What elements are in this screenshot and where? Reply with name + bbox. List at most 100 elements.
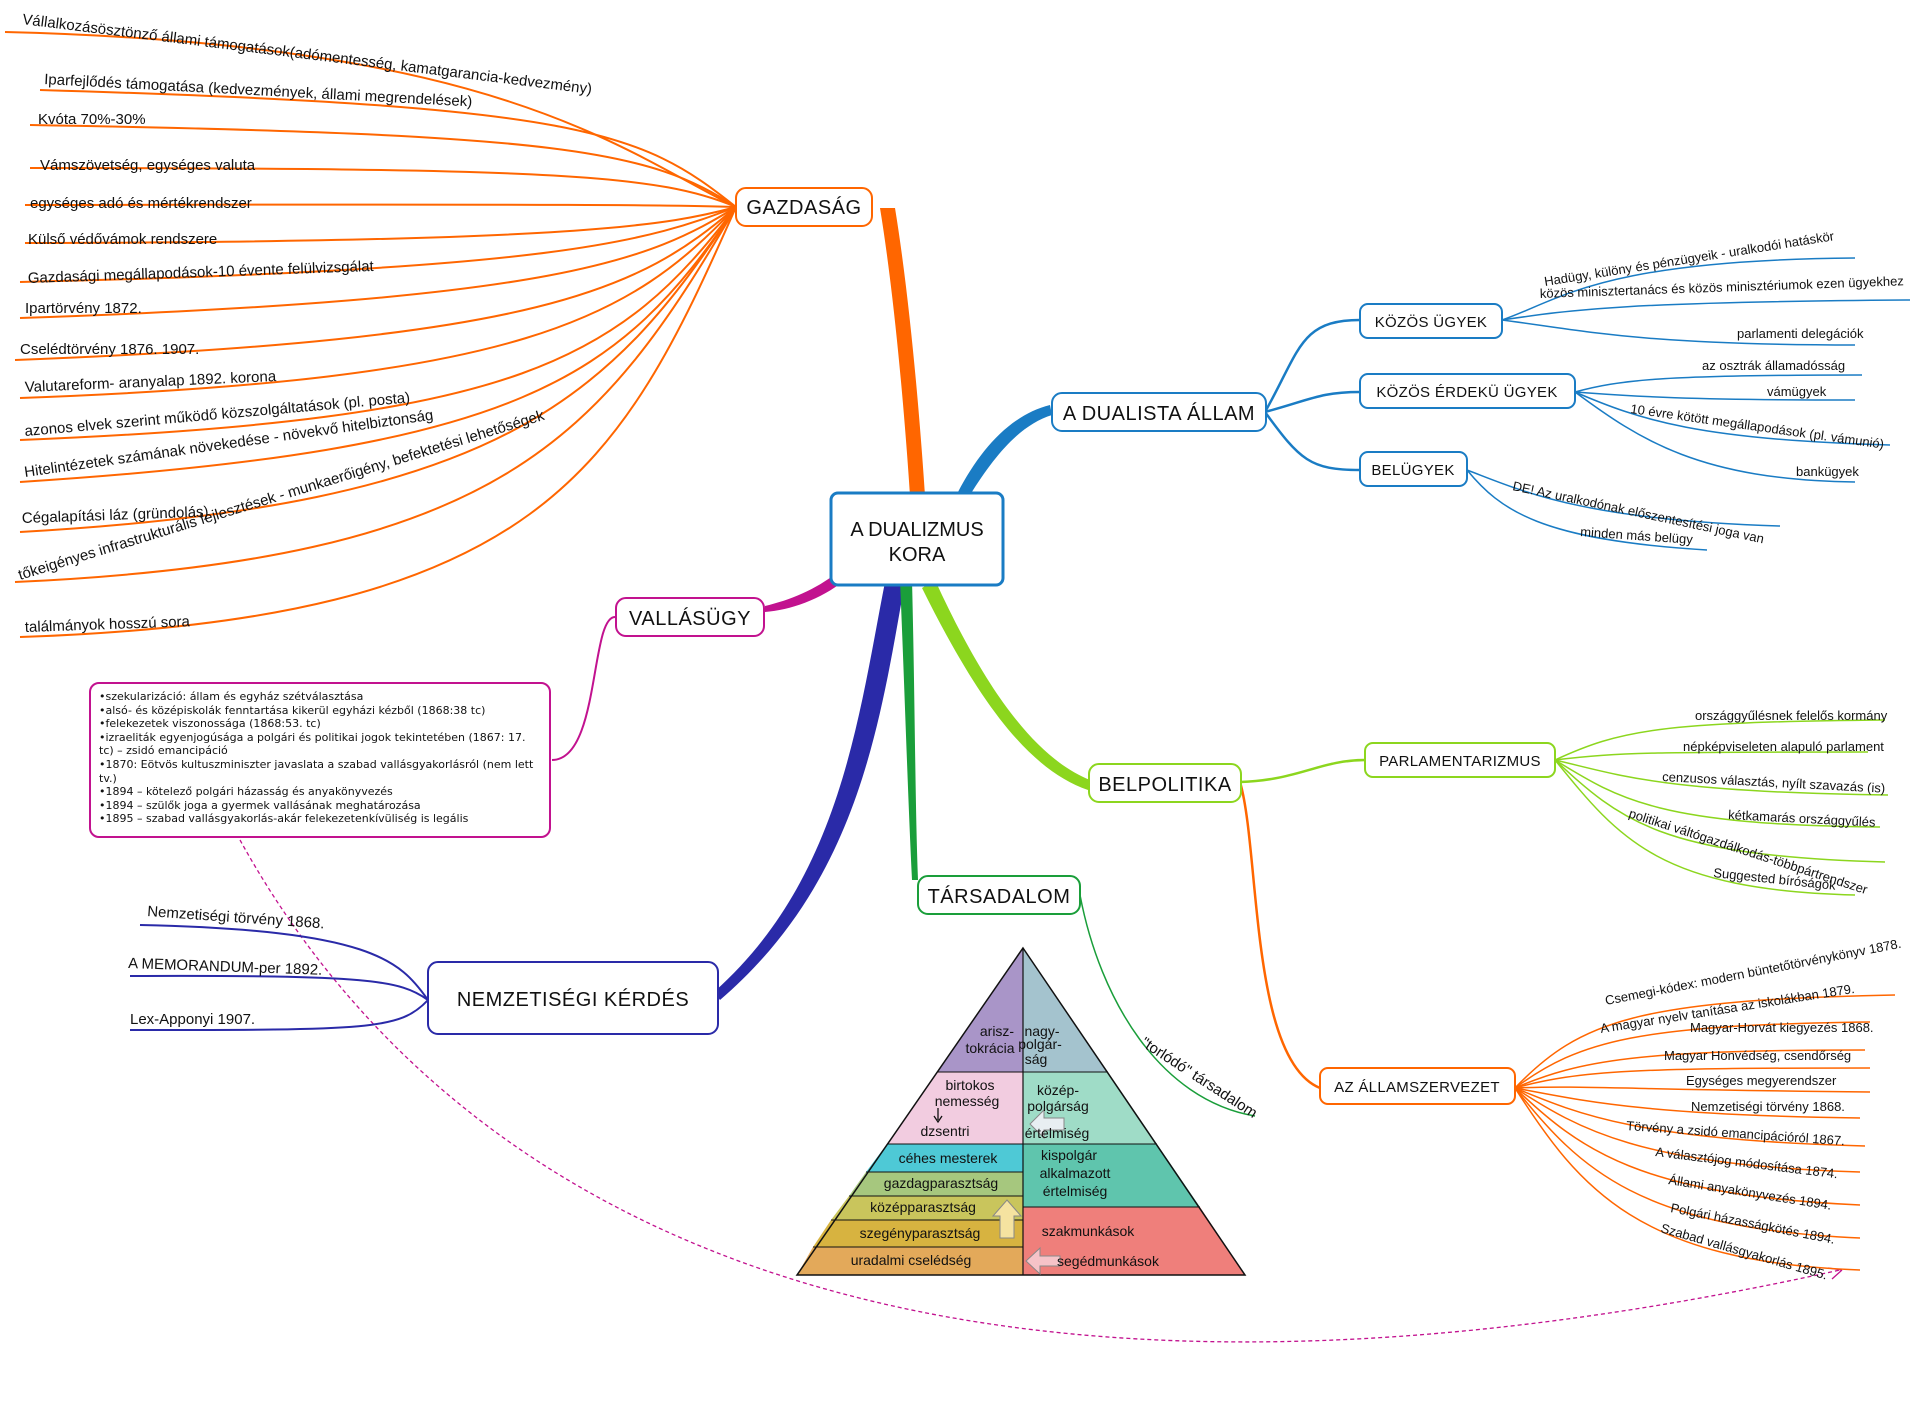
pyr-label-kisp-3: értelmiség (1043, 1183, 1108, 1199)
trunk-gazdasag (880, 208, 925, 495)
pyr-label-kozepp-1: közép- (1037, 1082, 1079, 1098)
pyr-label-nagy-3: ság (1025, 1051, 1048, 1067)
pyr-label-ertelmiseg: értelmiség (1025, 1125, 1090, 1141)
parl-item-3: kétkamarás országgyűlés (1728, 807, 1876, 830)
dashed-arrow (239, 839, 1841, 1343)
allam-item-5: Nemzetiségi törvény 1868. (1691, 1099, 1845, 1114)
pyr-label-szak: szakmunkások (1042, 1223, 1136, 1239)
vallas-note-5: •1894 – kötelező polgári házasság és any… (99, 785, 393, 799)
gazdasag-branches (4, 31, 737, 638)
pyr-label-ariszt-1: arisz- (980, 1023, 1015, 1039)
vallas-note-0: •szekularizáció: állam és egyház szétvál… (99, 690, 364, 703)
vallasugy-node[interactable] (615, 597, 765, 637)
pyr-szegeny (813, 1220, 1023, 1247)
allamszervezet-node[interactable] (1319, 1067, 1516, 1105)
central-line1: A DUALIZMUS (850, 519, 983, 541)
pyr-label-birt-1: birtokos (945, 1077, 994, 1093)
belpolitika-node[interactable] (1088, 763, 1242, 803)
gazdasag-item-8: Cselédtörvény 1876. 1907. (20, 341, 199, 358)
pyr-birtokos (887, 1072, 1023, 1144)
nemzetisegi-node[interactable] (427, 961, 719, 1035)
tarsadalom-branch-label: "torlódó" társadalom (1138, 1034, 1260, 1122)
pyr-label-seged: segédmunkások (1057, 1253, 1160, 1269)
belpol-to-allam (1238, 781, 1321, 1090)
vallas-connector (551, 616, 616, 761)
arrow-left-icon (1025, 1246, 1061, 1276)
vallas-note-7: •1895 – szabad vallásgyakorlás-akár fele… (99, 812, 469, 826)
arrow-down-icon (933, 1108, 943, 1124)
gazdasag-item-12: Cégalapítási láz (gründolás) (22, 503, 209, 527)
allamszervezet-title: AZ ÁLLAMSZERVEZET (1334, 1079, 1500, 1096)
society-pyramid (795, 946, 1247, 1276)
trunk-vallas (765, 572, 845, 612)
belugyek-node[interactable] (1359, 451, 1468, 487)
pyr-label-nagy-2: polgár- (1018, 1036, 1062, 1052)
kozos-ugyek-title: KÖZÖS ÜGYEK (1375, 313, 1488, 331)
gazdasag-item-3: Vámszövetség, egységes valuta (40, 157, 256, 174)
arrow-up-icon (991, 1199, 1023, 1239)
pyr-uradalmi (797, 1247, 1023, 1275)
gazdasag-item-5: Külső védővámok rendszere (28, 231, 217, 248)
allam-item-4: Egységes megyerendszer (1686, 1073, 1837, 1088)
trunk-dualista (958, 405, 1052, 495)
dualista-branches (1263, 318, 1361, 472)
tarsadalom-title: TÁRSADALOM (928, 885, 1071, 908)
kozos-erdeku-item-3: bankügyek (1796, 464, 1859, 479)
belpol-to-parl (1239, 758, 1366, 784)
parl-item-0: országgyűlésnek felelős kormány (1695, 708, 1888, 723)
gazdasag-item-14: találmányok hosszú sora (25, 613, 191, 636)
kozos-ugyek-node[interactable] (1359, 303, 1503, 339)
nemzetisegi-title: NEMZETISÉGI KÉRDÉS (457, 988, 689, 1011)
tarsadalom-node[interactable] (917, 875, 1081, 915)
pyr-label-ariszt-2: tokrácia (965, 1040, 1014, 1056)
pyr-label-dzsentri: dzsentri (920, 1123, 969, 1139)
parlamentarizmus-title: PARLAMENTARIZMUS (1379, 753, 1541, 770)
vallas-note-3: •izraeliták egyenjogúsága a polgári és p… (99, 730, 526, 758)
tarsadalom-branch (1079, 894, 1256, 1117)
kozos-erdeku-node[interactable] (1359, 373, 1576, 409)
pyr-label-kisp-1: kispolgár (1041, 1147, 1097, 1163)
dualista-node[interactable] (1051, 392, 1267, 432)
nemzetisegi-branches (129, 924, 429, 1031)
dualista-title: A DUALISTA ÁLLAM (1063, 402, 1255, 425)
vallas-note-4: •1870: Eötvös kultuszminiszter javaslata… (99, 757, 534, 785)
gazdasag-item-4: egységes adó és mértékrendszer (30, 195, 252, 212)
pyr-label-kozep: középparasztság (870, 1199, 976, 1215)
trunk-belpolitika (922, 580, 1090, 790)
belpolitika-title: BELPOLITIKA (1098, 774, 1231, 796)
parl-item-1: népképviseleten alapuló parlament (1683, 739, 1884, 754)
nemzetisegi-item-2: Lex-Apponyi 1907. (130, 1011, 255, 1028)
kozos-erdeku-item-0: az osztrák államadósság (1702, 358, 1845, 373)
belugyek-title: BELÜGYEK (1371, 461, 1454, 479)
central-line2: KORA (889, 544, 946, 566)
allamszervezet-leaf-lines (1514, 994, 1896, 1271)
vallas-note-1: •alsó- és középiskolák fenntartása kiker… (99, 703, 486, 717)
kozos-erdeku-title: KÖZÖS ÉRDEKÜ ÜGYEK (1376, 383, 1557, 401)
parlamentarizmus-leaf-lines (1554, 719, 1889, 896)
kozos-item-2: parlamenti delegációk (1737, 326, 1864, 341)
pyr-ceh (866, 1144, 1023, 1172)
pyr-label-birt-2: nemesség (935, 1093, 1000, 1109)
trunk-nemzetisegi (714, 582, 905, 1000)
nemzetisegi-item-1: A MEMORANDUM-per 1892. (128, 955, 323, 979)
central-node[interactable] (829, 491, 1005, 587)
vallasugy-notes: •szekularizáció: állam és egyház szétvál… (89, 682, 551, 838)
nemzetisegi-item-0: Nemzetiségi törvény 1868. (147, 903, 325, 932)
gazdasag-title: GAZDASÁG (746, 196, 861, 219)
pyr-label-szegeny: szegényparasztság (860, 1225, 981, 1241)
gazdasag-item-2: Kvóta 70%-30% (38, 111, 146, 128)
pyr-label-nagy-1: nagy- (1024, 1023, 1059, 1039)
arrow-left-icon (1029, 1108, 1065, 1140)
kozos-erdeku-item-1: vámügyek (1767, 384, 1827, 399)
gazdasag-node[interactable] (735, 187, 873, 227)
pyr-kozep (831, 1196, 1023, 1220)
gazdasag-item-1: Iparfejlődés támogatása (kedvezmények, á… (44, 71, 473, 110)
allam-item-3: Magyar Honvédség, csendőrség (1664, 1048, 1851, 1063)
pyr-kispolg (1023, 1144, 1200, 1207)
allam-item-2: Magyar-Horvát kiegyezés 1868. (1690, 1020, 1874, 1035)
vallasugy-title: VALLÁSÜGY (629, 607, 751, 630)
parlamentarizmus-node[interactable] (1364, 742, 1556, 778)
trunk-tarsadalom (900, 580, 918, 880)
pyr-munkasok (1023, 1207, 1245, 1275)
